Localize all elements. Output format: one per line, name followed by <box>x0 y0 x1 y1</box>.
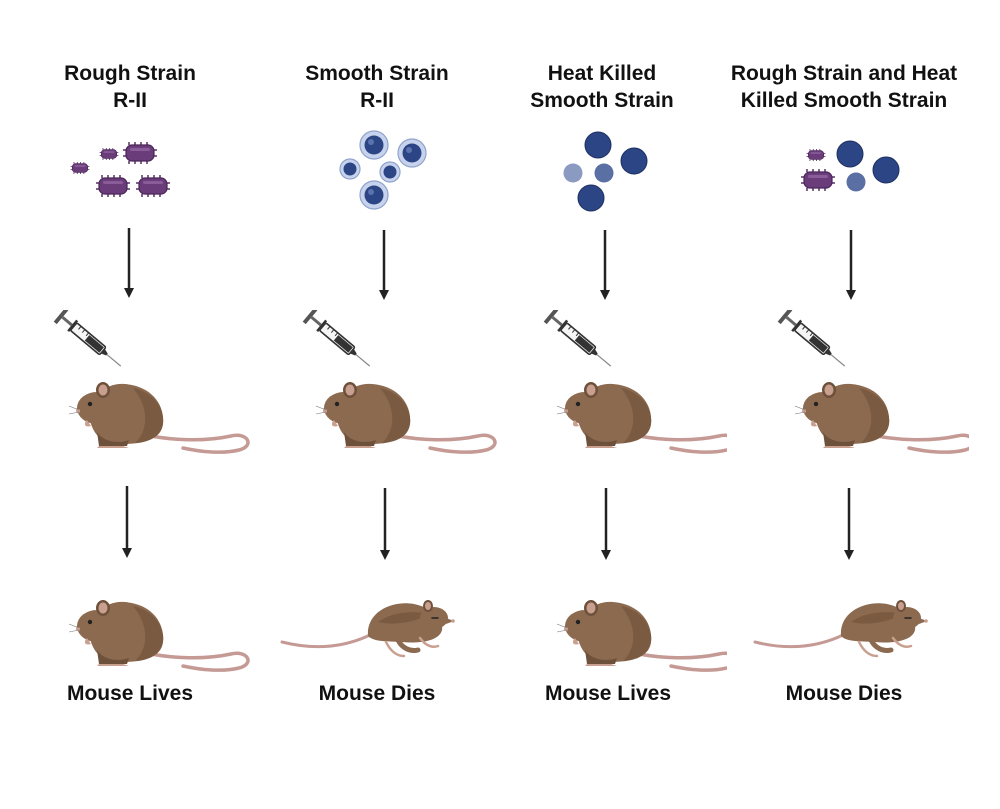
mouse-sitting-icon <box>793 380 969 454</box>
experiment-smooth-strain: Smooth Strain R-II Mouse Dies <box>252 0 502 809</box>
experiment-title: Rough Strain and Heat Killed Smooth Stra… <box>730 62 958 112</box>
experiment-title: Rough Strain R-II <box>64 62 196 112</box>
rough-strain-cells-icon <box>70 141 171 198</box>
result-label: Mouse Dies <box>785 682 903 705</box>
arrow-down-icon <box>124 228 134 298</box>
result-label: Mouse Dies <box>318 682 436 705</box>
smooth-capsulated-cells-icon <box>339 130 427 210</box>
arrow-down-icon <box>380 488 390 560</box>
arrow-down-icon <box>122 486 132 558</box>
arrow-down-icon <box>844 488 854 560</box>
arrow-down-icon <box>846 230 856 300</box>
experiment-heat-killed: Heat Killed Smooth Strain Mouse Lives <box>477 0 727 809</box>
arrow-down-icon <box>600 230 610 300</box>
mouse-sitting-icon <box>555 380 727 454</box>
arrow-down-icon <box>601 488 611 560</box>
experiment-title: Smooth Strain R-II <box>305 62 449 112</box>
mouse-sitting-icon <box>555 598 727 672</box>
mixed-cells-icon <box>801 140 900 192</box>
heat-killed-smooth-cells-icon <box>563 131 648 212</box>
mouse-dead-icon <box>280 588 470 670</box>
mouse-sitting-icon <box>67 598 250 672</box>
experiment-mixed: Rough Strain and Heat Killed Smooth Stra… <box>719 0 969 809</box>
experiment-title: Heat Killed Smooth Strain <box>530 62 674 112</box>
mouse-dead-icon <box>753 588 943 670</box>
mouse-sitting-icon <box>67 380 250 454</box>
mouse-sitting-icon <box>314 380 497 454</box>
result-label: Mouse Lives <box>66 682 194 705</box>
result-label: Mouse Lives <box>544 682 672 705</box>
arrow-down-icon <box>379 230 389 300</box>
experiment-rough-strain: Rough Strain R-II Mouse Lives <box>5 0 255 809</box>
